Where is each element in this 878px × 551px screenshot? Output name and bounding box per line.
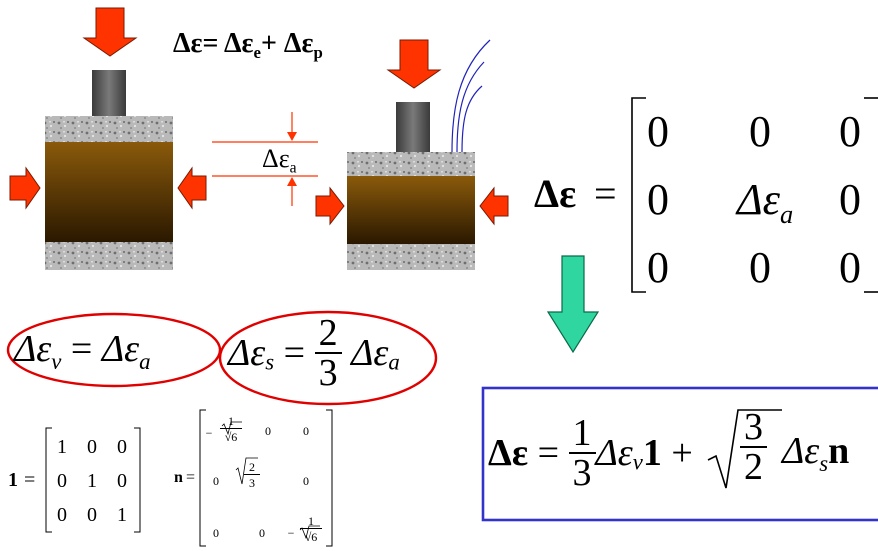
delta-eps-e: Δε bbox=[223, 28, 254, 59]
delta-eps: Δε bbox=[173, 28, 203, 59]
one-third-fraction: 1 3 bbox=[568, 414, 596, 492]
volumetric-ellipse bbox=[6, 312, 222, 388]
result-equation-tail: Δεsn bbox=[782, 430, 850, 476]
tensor-matrix-brackets bbox=[631, 97, 878, 293]
axial-strain-label: Δεa bbox=[262, 144, 297, 177]
sqrt-fraction: 3 2 bbox=[740, 408, 767, 486]
sqrt-symbol bbox=[707, 409, 782, 489]
deviatoric-strain-equation: Δεs = 2 3 Δεa bbox=[228, 312, 400, 394]
result-box bbox=[481, 386, 878, 522]
n-brackets bbox=[199, 409, 333, 547]
right-specimen bbox=[315, 39, 509, 270]
left-soil-sample bbox=[45, 142, 173, 242]
identity-equals: = bbox=[24, 469, 36, 491]
right-bottom-stone bbox=[347, 244, 475, 270]
green-down-arrow bbox=[546, 255, 600, 354]
left-side-arrow-right bbox=[177, 166, 207, 210]
left-top-load-arrow bbox=[82, 7, 138, 57]
right-soil-sample bbox=[347, 176, 475, 244]
axial-strain-dimension bbox=[212, 112, 318, 206]
two-thirds-fraction: 2 3 bbox=[314, 314, 342, 392]
right-top-load-arrow bbox=[386, 39, 442, 89]
result-equation: Δε = 1 3 Δεv1 + bbox=[488, 412, 693, 494]
volumetric-strain-equation: Δεv = Δεa bbox=[14, 328, 151, 374]
tensor-lhs: Δε bbox=[534, 171, 577, 216]
tensor-matrix: 0 0 0 0 Δεa 0 0 0 0 bbox=[647, 107, 861, 292]
tensor-equals: = bbox=[594, 171, 617, 216]
identity-label: 1 bbox=[8, 469, 18, 491]
delta-eps-p: Δε bbox=[283, 28, 314, 59]
strain-decomposition-equation: Δε= Δεe+ Δεp bbox=[173, 28, 323, 62]
right-top-stone bbox=[347, 152, 475, 176]
identity-matrix: 1 0 0 0 1 0 0 0 1 bbox=[57, 436, 127, 526]
sqrt-small-2 bbox=[235, 457, 258, 485]
sqrt-small-1 bbox=[221, 421, 242, 436]
n-equals: = bbox=[186, 469, 196, 486]
identity-brackets bbox=[45, 427, 141, 533]
left-side-arrow-left bbox=[9, 166, 41, 210]
left-bottom-stone bbox=[45, 242, 173, 270]
right-piston bbox=[396, 102, 430, 152]
tensor-axial-entry: Δεa bbox=[736, 175, 794, 230]
n-matrix: − 1 √6 0 0 0 2 3 0 0 0 − 1 √6 bbox=[202, 410, 330, 546]
n-label: n bbox=[174, 469, 183, 486]
left-specimen bbox=[9, 7, 207, 270]
right-side-arrow-left bbox=[315, 186, 345, 226]
right-side-arrow-right bbox=[479, 186, 509, 226]
deviatoric-ellipse bbox=[218, 310, 438, 406]
crack-lines bbox=[451, 39, 491, 153]
left-top-stone bbox=[45, 116, 173, 142]
left-piston bbox=[92, 70, 126, 116]
